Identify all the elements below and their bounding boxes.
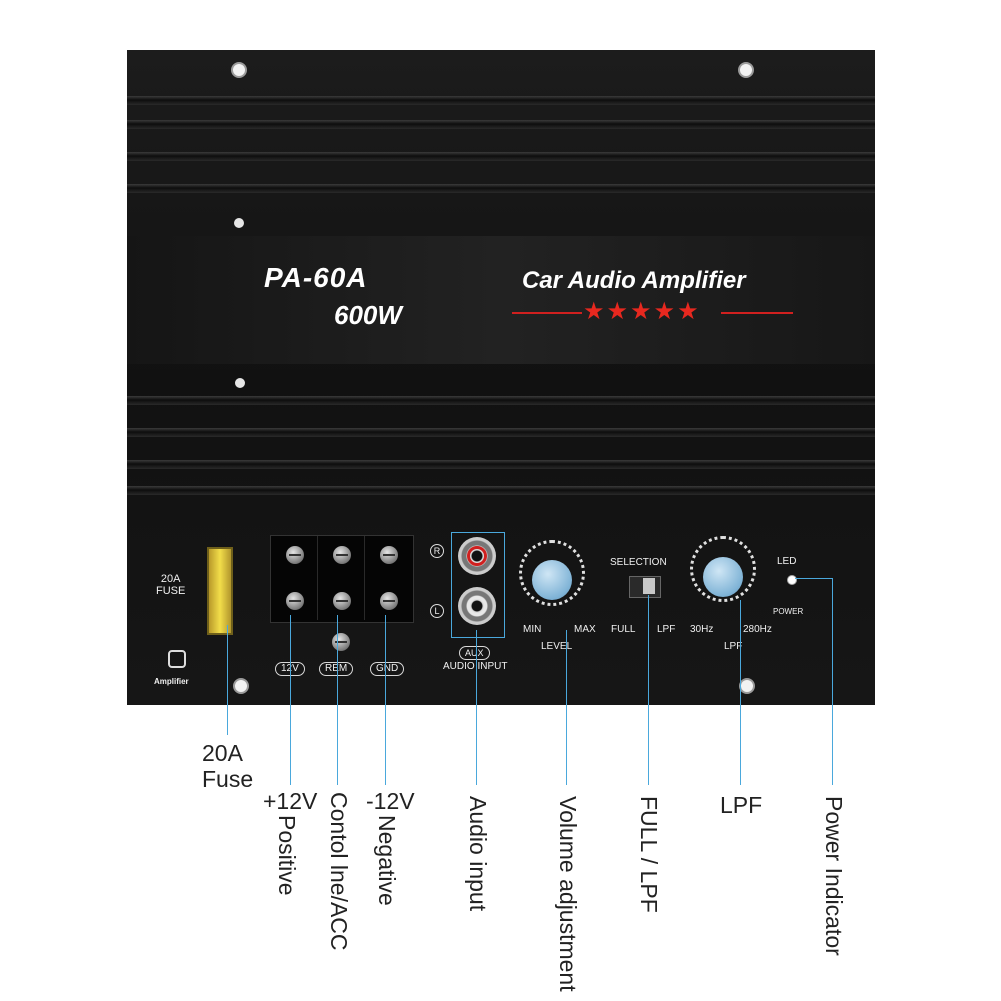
screw-icon xyxy=(380,592,398,610)
led-label: LED xyxy=(777,556,797,567)
amplifier-logo-icon xyxy=(168,650,186,668)
screw-icon xyxy=(286,546,304,564)
full-lpf-caption: FULL / LPF xyxy=(636,796,662,913)
lpf-knob[interactable] xyxy=(703,557,743,597)
left-channel-label: L xyxy=(430,604,444,618)
heatsink-fin xyxy=(127,184,875,193)
rca-right-jack[interactable] xyxy=(458,537,496,575)
lpf-switch-label: LPF xyxy=(657,624,676,635)
accent-line xyxy=(512,312,582,314)
power-terminal-block xyxy=(270,535,414,623)
label-gnd: GND xyxy=(370,662,405,676)
lpf-30hz-label: 30Hz xyxy=(690,624,714,635)
heatsink-fin xyxy=(127,486,875,495)
terminal-rem[interactable] xyxy=(320,536,365,620)
screw-icon xyxy=(380,546,398,564)
accent-line xyxy=(721,312,793,314)
level-label: LEVEL xyxy=(541,641,573,652)
negative-caption-2: Negative xyxy=(374,815,400,906)
branding-panel xyxy=(127,236,875,364)
power-indicator-callout-hline xyxy=(795,578,832,579)
right-channel-label: R xyxy=(430,544,444,558)
lpf-callout-line xyxy=(740,600,741,785)
audio-input-callout-line xyxy=(476,630,477,785)
aux-label: AUX xyxy=(459,646,490,660)
volume-callout-line xyxy=(566,630,567,785)
screw-icon xyxy=(333,592,351,610)
audio-input-caption: Audio input xyxy=(465,796,491,912)
power-led xyxy=(787,575,797,585)
lpf-caption: LPF xyxy=(720,792,763,818)
heatsink-fin xyxy=(127,152,875,161)
power-label: POWER xyxy=(773,607,804,616)
rca-white-ring xyxy=(467,596,487,616)
level-min-label: MIN xyxy=(523,624,542,635)
mounting-hole xyxy=(738,62,754,78)
control-callout-line xyxy=(337,615,338,785)
fuse-caption: 20A Fuse xyxy=(202,740,254,792)
ground-screw-icon xyxy=(332,633,350,651)
screw-icon xyxy=(286,592,304,610)
level-max-label: MAX xyxy=(574,624,596,635)
lpf-280hz-label: 280Hz xyxy=(743,624,772,635)
fuse-label: 20A FUSE xyxy=(156,573,186,597)
amplifier-body: PA-60A 600W Car Audio Amplifier ★★★★★ 20… xyxy=(127,50,875,705)
screw-icon xyxy=(333,546,351,564)
switch-slider xyxy=(643,578,655,594)
lpf-knob-scale xyxy=(690,536,756,602)
fuse-callout-line xyxy=(227,625,228,735)
level-knob[interactable] xyxy=(532,560,572,600)
screw-hole xyxy=(234,218,244,228)
mounting-hole xyxy=(233,678,249,694)
volume-caption: Volume adjustment xyxy=(555,796,581,992)
power-indicator-callout-line xyxy=(832,578,833,785)
lpf-knob-label: LPF xyxy=(724,641,743,652)
full-label: FULL xyxy=(611,624,636,635)
negative-callout-line xyxy=(385,615,386,785)
terminal-gnd[interactable] xyxy=(367,536,411,620)
rca-input-frame xyxy=(451,532,505,638)
selection-label: SELECTION xyxy=(610,557,667,568)
positive-caption-2: Positive xyxy=(274,815,300,896)
product-title: Car Audio Amplifier xyxy=(522,267,746,294)
screw-hole xyxy=(235,378,245,388)
rca-red-ring xyxy=(467,546,487,566)
heatsink-fin xyxy=(127,96,875,105)
positive-callout-line xyxy=(290,615,291,785)
positive-caption-1: +12V xyxy=(263,788,318,814)
negative-caption-1: -12V xyxy=(366,788,415,814)
label-rem: REM xyxy=(319,662,354,676)
level-knob-scale xyxy=(519,540,585,606)
heatsink-fin xyxy=(127,396,875,405)
heatsink-fin xyxy=(127,120,875,129)
mounting-hole xyxy=(739,678,755,694)
audio-input-label: AUDIO INPUT xyxy=(443,661,508,672)
model-name: PA-60A xyxy=(264,262,368,293)
logo-text: Amplifier xyxy=(154,677,189,686)
mounting-hole xyxy=(231,62,247,78)
power-indicator-caption: Power Indicator xyxy=(821,796,847,956)
terminal-12v[interactable] xyxy=(273,536,318,620)
full-lpf-callout-line xyxy=(648,595,649,785)
control-caption: Contol lne/ACC xyxy=(326,792,352,951)
model-power: 600W xyxy=(334,300,402,330)
label-12v: 12V xyxy=(275,662,305,676)
rca-left-jack[interactable] xyxy=(458,587,496,625)
heatsink-fin xyxy=(127,460,875,469)
heatsink-fin xyxy=(127,428,875,437)
fuse[interactable] xyxy=(207,547,233,635)
rating-stars: ★★★★★ xyxy=(583,298,701,325)
